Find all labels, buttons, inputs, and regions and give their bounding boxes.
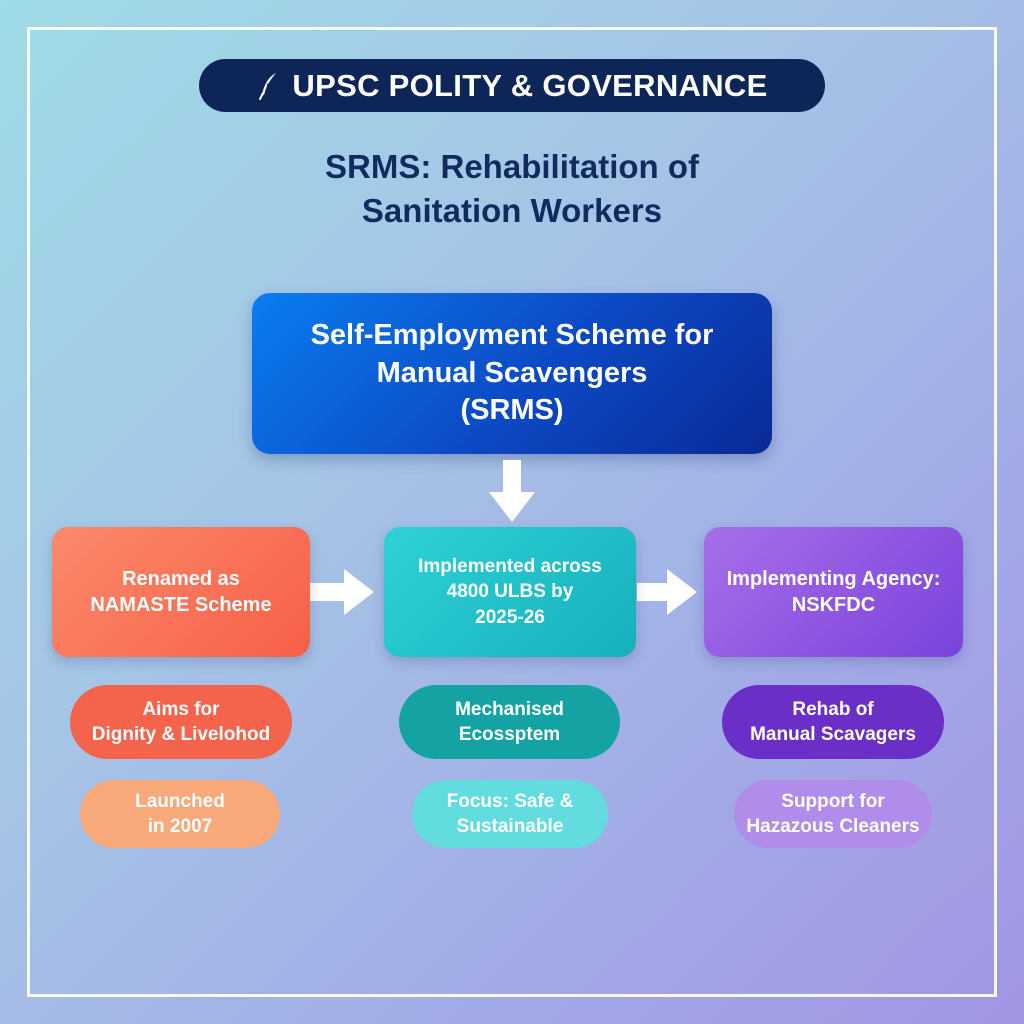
focus-pill-line-2: Sustainable: [456, 816, 564, 837]
implementation-node: Implemented across 4800 ULBS by 2025-26: [384, 527, 636, 657]
banner-text: UPSC POLITY & GOVERNANCE: [292, 67, 768, 103]
implementation-line-2: 4800 ULBS by: [446, 581, 574, 603]
agency-line-1: Implementing Agency:: [726, 567, 941, 590]
right-arrow-icon-left: [310, 569, 374, 615]
implementation-line-1: Implemented across: [418, 556, 602, 578]
agency-line-2: NSKFDC: [791, 594, 876, 616]
implementation-line-3: 2025-26: [475, 606, 545, 628]
mechanised-pill-line-1: Mechanised: [455, 698, 564, 720]
support-pill: Support for Hazazous Cleaners: [734, 780, 932, 848]
title-line-2: Sanitation Workers: [361, 191, 663, 229]
namaste-line-1: Renamed as: [122, 567, 240, 590]
launched-pill-line-2: in 2007: [147, 816, 213, 837]
focus-pill: Focus: Safe & Sustainable: [412, 780, 608, 848]
category-banner: UPSC POLITY & GOVERNANCE: [199, 59, 825, 112]
dignity-pill: Aims for Dignity & Livelohod: [70, 685, 292, 759]
rehab-pill-line-1: Rehab of: [792, 698, 874, 720]
focus-pill-line-1: Focus: Safe &: [446, 790, 574, 812]
outer-frame: [27, 27, 997, 997]
rehab-pill-line-2: Manual Scavagers: [750, 724, 916, 745]
support-pill-line-1: Support for: [781, 790, 885, 812]
srms-main-node: Self-Employment Scheme for Manual Scaven…: [252, 293, 772, 454]
agency-node: Implementing Agency: NSKFDC: [704, 527, 963, 657]
launched-pill-line-1: Launched: [135, 790, 225, 812]
top-box-line-3: (SRMS): [460, 394, 564, 427]
right-arrow-icon-right: [637, 569, 697, 615]
support-pill-line-2: Hazazous Cleaners: [746, 816, 920, 837]
launched-pill: Launched in 2007: [80, 780, 280, 848]
quill-pen-icon: [259, 72, 277, 100]
top-box-line-2: Manual Scavengers: [376, 356, 648, 389]
namaste-node: Renamed as NAMASTE Scheme: [52, 527, 310, 657]
rehab-pill: Rehab of Manual Scavagers: [722, 685, 944, 759]
dignity-pill-line-2: Dignity & Livelohod: [91, 724, 271, 745]
top-box-line-1: Self-Employment Scheme for: [310, 318, 714, 351]
dignity-pill-line-1: Aims for: [142, 698, 220, 720]
down-arrow-icon: [489, 460, 535, 522]
mechanised-pill: Mechanised Ecossptem: [399, 685, 620, 759]
page-title: SRMS: Rehabilitation of Sanitation Worke…: [212, 145, 812, 232]
mechanised-pill-line-2: Ecossptem: [458, 724, 561, 745]
namaste-line-2: NAMASTE Scheme: [90, 594, 272, 616]
title-line-1: SRMS: Rehabilitation of: [325, 148, 699, 185]
